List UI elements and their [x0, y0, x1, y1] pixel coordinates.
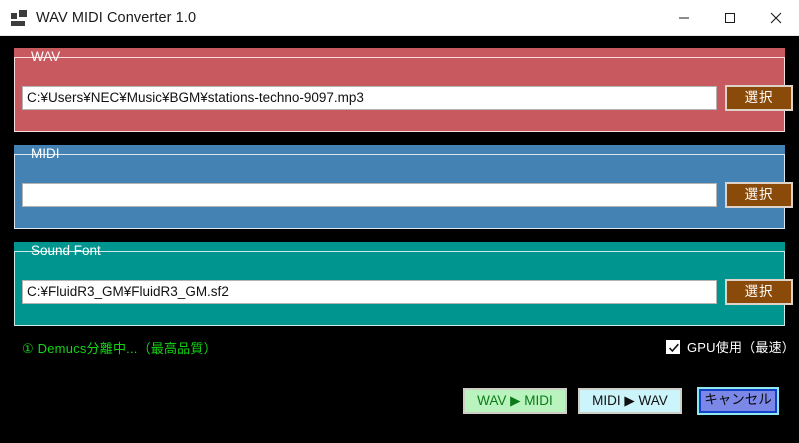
wav-path-input[interactable]: C:¥Users¥NEC¥Music¥BGM¥stations-techno-9…	[22, 86, 717, 110]
group-midi: MIDI 選択	[14, 145, 793, 229]
cancel-button[interactable]: キャンセル	[697, 387, 779, 415]
close-button[interactable]	[753, 0, 799, 35]
soundfont-path-input[interactable]: C:¥FluidR3_GM¥FluidR3_GM.sf2	[22, 280, 717, 304]
midi-path-input[interactable]	[22, 183, 717, 207]
gpu-usage-checkbox[interactable]: GPU使用（最速）	[666, 337, 795, 356]
status-message: ① Demucs分離中...（最高品質）	[22, 341, 217, 356]
maximize-button[interactable]	[707, 0, 753, 35]
group-wav-label: WAV	[31, 49, 61, 64]
gpu-usage-label: GPU使用（最速）	[687, 340, 795, 355]
group-soundfont: Sound Font C:¥FluidR3_GM¥FluidR3_GM.sf2 …	[14, 242, 793, 326]
group-wav: WAV C:¥Users¥NEC¥Music¥BGM¥stations-tech…	[14, 48, 793, 132]
wav-browse-button[interactable]: 選択	[725, 85, 793, 111]
checkbox-box	[666, 339, 680, 354]
minimize-icon	[679, 17, 689, 18]
minimize-button[interactable]	[661, 0, 707, 35]
app-squares-icon	[11, 9, 27, 26]
title-bar: WAV MIDI Converter 1.0	[0, 0, 799, 36]
midi-to-wav-button[interactable]: MIDI ▶ WAV	[578, 388, 682, 414]
maximize-icon	[725, 12, 735, 23]
group-soundfont-label: Sound Font	[31, 243, 101, 258]
checkmark-icon	[668, 343, 679, 352]
close-icon	[770, 12, 782, 23]
soundfont-browse-button[interactable]: 選択	[725, 279, 793, 305]
midi-browse-button[interactable]: 選択	[725, 182, 793, 208]
wav-to-midi-button[interactable]: WAV ▶ MIDI	[463, 388, 567, 414]
group-midi-label: MIDI	[31, 146, 60, 161]
window-title: WAV MIDI Converter 1.0	[36, 9, 197, 26]
